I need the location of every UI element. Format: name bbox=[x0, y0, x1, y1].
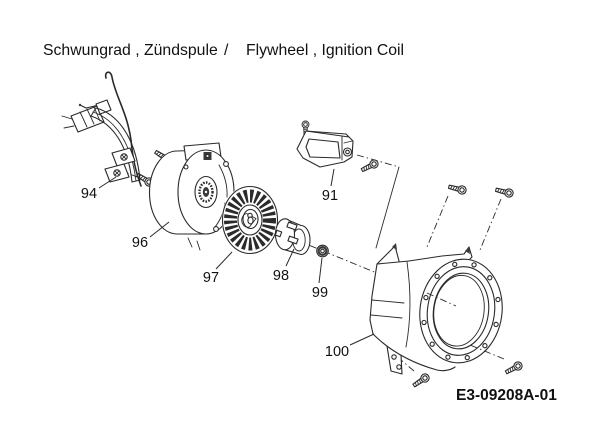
part-label-96: 96 bbox=[132, 235, 148, 251]
connector-fork bbox=[61, 115, 75, 129]
housing-screw1-line bbox=[426, 195, 449, 248]
part-label-97: 97 bbox=[203, 270, 219, 286]
flange-nut-drawing bbox=[316, 244, 329, 258]
leader-line-98 bbox=[285, 248, 295, 267]
bracket-drawing bbox=[296, 120, 354, 168]
leader-line-96 bbox=[149, 221, 170, 238]
leader-line-99 bbox=[318, 257, 323, 284]
title-separator: / bbox=[224, 42, 229, 59]
leader-line-94 bbox=[98, 176, 117, 189]
part-label-99: 99 bbox=[312, 285, 328, 301]
title-english: Flywheel , Ignition Coil bbox=[246, 42, 404, 59]
flywheel-fan-drawing bbox=[221, 185, 279, 255]
screw-icon bbox=[503, 359, 525, 377]
part-label-94: 94 bbox=[81, 186, 97, 202]
housing-screw2-line bbox=[479, 198, 502, 251]
housing-opening-flange bbox=[419, 258, 503, 364]
screw-icon bbox=[494, 185, 515, 199]
flywheel-rotor-drawing bbox=[149, 142, 235, 251]
screw-icon bbox=[410, 371, 432, 390]
coil-top-lug bbox=[95, 99, 112, 115]
part-label-91: 91 bbox=[322, 188, 338, 204]
axis-line-in-opening bbox=[426, 292, 457, 307]
screw-icon bbox=[359, 157, 381, 175]
fan-blades bbox=[224, 189, 276, 251]
part-label-98: 98 bbox=[273, 268, 289, 284]
drawing-number: E3-09208A-01 bbox=[456, 387, 557, 404]
spark-plug-wire bbox=[104, 71, 142, 187]
coil-lead-wire bbox=[79, 104, 100, 109]
rotor-spline-bore bbox=[198, 181, 214, 203]
leader-line-91 bbox=[330, 168, 335, 187]
bracket-align-line bbox=[375, 166, 400, 249]
blower-housing-drawing bbox=[369, 243, 503, 375]
coil-core-arc bbox=[90, 107, 141, 183]
leader-line-100 bbox=[349, 333, 375, 346]
title-german: Schwungrad , Zündspule bbox=[43, 42, 218, 59]
ignition-coil-drawing bbox=[61, 71, 142, 187]
starter-cup-drawing bbox=[274, 218, 311, 256]
wire-end bbox=[78, 103, 82, 107]
diagram-title: Schwungrad , Zündspule / Flywheel , Igni… bbox=[43, 42, 404, 59]
flange-bolt-holes bbox=[421, 261, 501, 361]
part-label-100: 100 bbox=[325, 344, 349, 360]
leader-line-97 bbox=[215, 251, 233, 270]
foot-screw-line bbox=[400, 359, 415, 372]
bottom-screw-line bbox=[469, 344, 505, 360]
screw-icon bbox=[447, 182, 468, 196]
